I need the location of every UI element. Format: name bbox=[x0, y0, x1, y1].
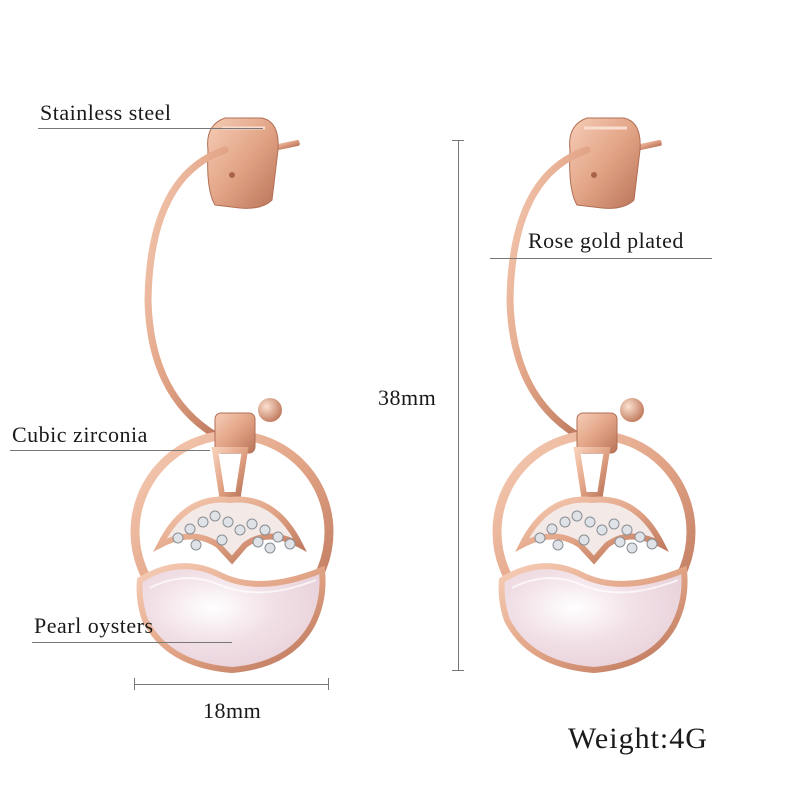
label-height: 38mm bbox=[378, 385, 437, 410]
right-earring bbox=[497, 118, 691, 670]
leader-pearl-oysters bbox=[32, 642, 232, 643]
left-earring bbox=[135, 118, 329, 670]
label-rose-gold-plated: Rose gold plated bbox=[528, 228, 684, 253]
width-dimension-cap-left bbox=[134, 678, 135, 690]
leader-cubic-zirconia bbox=[10, 450, 210, 451]
label-pearl-oysters: Pearl oysters bbox=[34, 613, 154, 638]
label-weight: Weight:4G bbox=[568, 722, 708, 755]
label-width: 18mm bbox=[203, 698, 262, 723]
label-cubic-zirconia: Cubic zirconia bbox=[12, 422, 148, 447]
leader-stainless-steel bbox=[38, 128, 263, 129]
height-dimension-cap-bottom bbox=[452, 670, 464, 671]
width-dimension-line bbox=[134, 684, 328, 685]
leader-rose-gold-plated bbox=[490, 258, 712, 259]
label-stainless-steel: Stainless steel bbox=[40, 100, 172, 125]
height-dimension-cap-top bbox=[452, 140, 464, 141]
height-dimension-line bbox=[458, 140, 459, 670]
width-dimension-cap-right bbox=[328, 678, 329, 690]
